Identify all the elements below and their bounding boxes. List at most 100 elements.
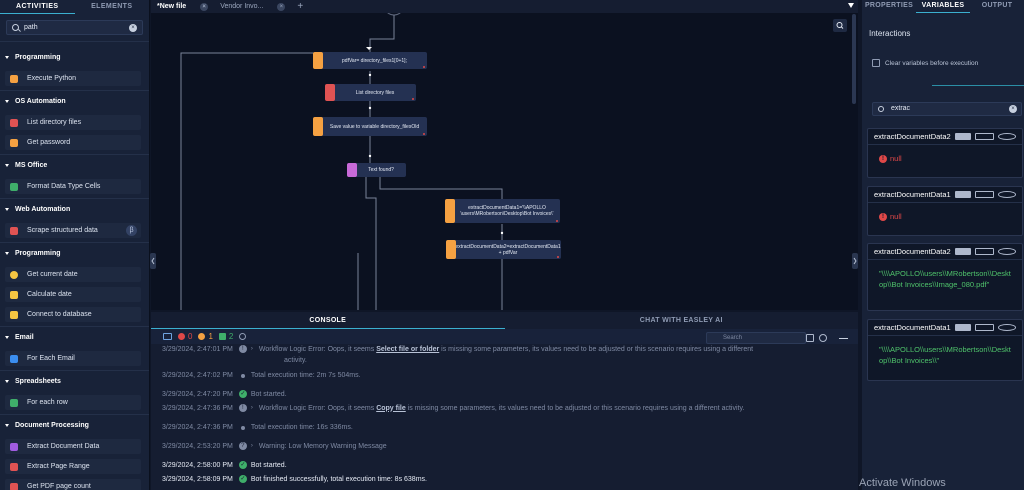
node-label: extractDocumentData2=extractDocumentData… bbox=[455, 243, 561, 256]
collapse-left-panel-button[interactable] bbox=[150, 253, 156, 269]
tab-variables[interactable]: VARIABLES bbox=[916, 0, 970, 13]
refresh-button[interactable] bbox=[239, 333, 247, 340]
clear-search-icon[interactable]: × bbox=[1009, 105, 1017, 113]
delete-icon[interactable] bbox=[997, 248, 1017, 255]
log-message: Total execution time: 16s 336ms. bbox=[250, 424, 353, 431]
warning-icon bbox=[198, 333, 206, 340]
node-label: Text found? bbox=[368, 167, 394, 173]
flow-node-text-found[interactable]: Text found? bbox=[347, 163, 406, 177]
close-icon[interactable]: × bbox=[277, 2, 286, 11]
tab-properties[interactable]: PROPERTIES bbox=[864, 2, 914, 9]
add-tab-button[interactable]: + bbox=[297, 1, 304, 12]
right-tabs: PROPERTIES VARIABLES OUTPUT bbox=[862, 0, 1024, 13]
section-ms-office[interactable]: MS Office bbox=[0, 159, 149, 171]
activity-extract-document-data[interactable]: Extract Document Data bbox=[5, 439, 141, 454]
errors-filter[interactable]: 0 bbox=[178, 332, 192, 341]
flow-node-extract-document-data2[interactable]: extractDocumentData2=extractDocumentData… bbox=[446, 240, 561, 259]
activities-search-input[interactable]: path × bbox=[6, 20, 143, 35]
tab-elements[interactable]: ELEMENTS bbox=[91, 3, 133, 10]
flow-node-pdfvar-assign[interactable]: pdfVar= directory_files1[0+1]; bbox=[313, 52, 427, 69]
edit-icon[interactable] bbox=[954, 133, 972, 140]
close-icon[interactable]: × bbox=[200, 2, 209, 11]
section-programming-2[interactable]: Programming bbox=[0, 247, 149, 259]
tab-console[interactable]: CONSOLE bbox=[151, 312, 505, 329]
warnings-filter[interactable]: 1 bbox=[198, 332, 213, 341]
activity-get-password[interactable]: Get password bbox=[5, 135, 141, 150]
tab-new-file[interactable]: *New file × bbox=[151, 0, 214, 13]
tab-vendor-invoices[interactable]: Vendor Invo...× bbox=[214, 0, 291, 13]
copy-icon[interactable] bbox=[975, 133, 994, 140]
activity-list-directory-files[interactable]: List directory files bbox=[5, 115, 141, 130]
calendar-icon[interactable] bbox=[806, 334, 814, 342]
section-title: Programming bbox=[15, 249, 61, 257]
chevron-down-icon bbox=[5, 335, 9, 339]
activity-get-current-date[interactable]: Get current date bbox=[5, 267, 141, 282]
log-entry: 3/29/2024, 2:58:00 PM✓Bot started. bbox=[162, 461, 287, 469]
activity-label: Scrape structured data bbox=[27, 227, 98, 234]
canvas-scrollbar[interactable] bbox=[852, 14, 856, 104]
section-spreadsheets[interactable]: Spreadsheets bbox=[0, 375, 149, 387]
clear-variables-label: Clear variables before execution bbox=[885, 60, 979, 67]
section-web-automation[interactable]: Web Automation bbox=[0, 203, 149, 215]
edit-icon[interactable] bbox=[954, 191, 972, 198]
tab-output[interactable]: OUTPUT bbox=[981, 2, 1013, 9]
check-icon: ✓ bbox=[238, 390, 247, 398]
section-email[interactable]: Email bbox=[0, 331, 149, 343]
gear-icon[interactable] bbox=[819, 334, 827, 342]
chevron-right-icon[interactable]: › bbox=[250, 346, 253, 352]
activity-format-data-type-cells[interactable]: Format Data Type Cells bbox=[5, 179, 141, 194]
edit-icon[interactable] bbox=[954, 324, 972, 331]
tab-activities[interactable]: ACTIVITIES bbox=[0, 0, 75, 14]
variable-name: extractDocumentData2 bbox=[874, 132, 951, 141]
activity-extract-page-range[interactable]: Extract Page Range bbox=[5, 459, 141, 474]
delete-icon[interactable] bbox=[997, 133, 1017, 140]
section-os-automation[interactable]: OS Automation bbox=[0, 95, 149, 107]
clear-search-icon[interactable]: × bbox=[129, 23, 137, 32]
activity-for-each-email[interactable]: For Each Email bbox=[5, 351, 141, 366]
error-count: 0 bbox=[188, 332, 193, 341]
activity-calculate-date[interactable]: Calculate date bbox=[5, 287, 141, 302]
copy-icon[interactable] bbox=[975, 324, 994, 331]
variable-name: extractDocumentData1 bbox=[874, 323, 951, 332]
flow-node-list-directory-files[interactable]: List directory files bbox=[325, 84, 416, 101]
console-search-input[interactable]: Search bbox=[706, 332, 806, 344]
section-programming[interactable]: Programming bbox=[0, 51, 149, 63]
edit-icon[interactable] bbox=[954, 248, 972, 255]
clear-variables-checkbox[interactable] bbox=[872, 59, 880, 67]
collapse-right-panel-button[interactable] bbox=[852, 253, 858, 269]
minimize-icon[interactable] bbox=[839, 338, 848, 339]
activity-for-each-row[interactable]: For each row bbox=[5, 395, 141, 410]
section-document-processing[interactable]: Document Processing bbox=[0, 419, 149, 431]
tab-chat-easley-ai[interactable]: CHAT WITH EASLEY AI bbox=[639, 317, 723, 324]
copy-icon[interactable] bbox=[975, 248, 994, 255]
chevron-right-icon[interactable]: › bbox=[250, 443, 253, 449]
log-message: Workflow Logic Error: Oops, it seems Sel… bbox=[259, 346, 753, 353]
flow-node-extract-document-data1[interactable]: extractDocumentData1='\\APOLLO \users\MR… bbox=[445, 199, 560, 223]
log-entry: 3/29/2024, 2:53:20 PM?›Warning: Low Memo… bbox=[162, 442, 387, 450]
divider bbox=[0, 90, 149, 91]
log-activity-link[interactable]: Copy file bbox=[376, 404, 406, 412]
variables-search-input[interactable]: extrac× bbox=[872, 102, 1022, 116]
variable-card: extractDocumentData2 "\\\\APOLLO\\users\… bbox=[867, 243, 1023, 311]
delete-icon[interactable] bbox=[997, 324, 1017, 331]
flow-node-save-value[interactable]: Save value to variable directory_filesOl… bbox=[313, 117, 427, 136]
log-timestamp: 3/29/2024, 2:47:20 PM bbox=[162, 390, 233, 398]
delete-icon[interactable] bbox=[997, 191, 1017, 198]
tab-label: *New file bbox=[157, 3, 187, 10]
activity-connect-to-database[interactable]: Connect to database bbox=[5, 307, 141, 322]
activity-get-pdf-page-count[interactable]: Get PDF page count bbox=[5, 479, 141, 490]
variable-card: extractDocumentData1 !null bbox=[867, 186, 1023, 236]
log-activity-link[interactable]: Select file or folder bbox=[376, 345, 440, 353]
copy-icon[interactable] bbox=[975, 191, 994, 198]
tab-dropdown-icon[interactable] bbox=[848, 3, 854, 8]
variable-value: "\\\\APOLLO\\users\\MRobertson\\Desktop\… bbox=[879, 345, 1011, 365]
chevron-right-icon[interactable]: › bbox=[250, 405, 253, 411]
console-clear-button[interactable] bbox=[163, 333, 172, 340]
activity-execute-python[interactable]: Execute Python bbox=[5, 71, 141, 86]
canvas-search-button[interactable] bbox=[833, 19, 847, 32]
variable-card-header: extractDocumentData1 bbox=[868, 320, 1022, 336]
success-filter[interactable]: 2 bbox=[218, 332, 233, 341]
excel-icon bbox=[10, 182, 18, 191]
